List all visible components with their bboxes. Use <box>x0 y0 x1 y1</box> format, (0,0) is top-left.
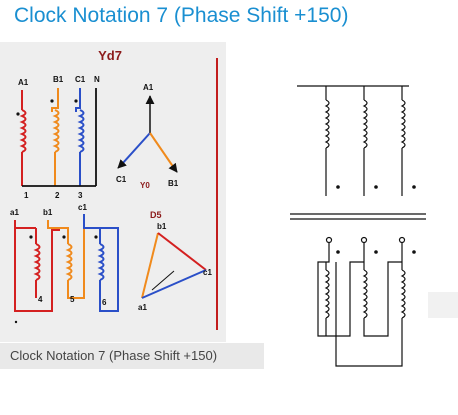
primary-star-winding <box>16 88 97 187</box>
grey-strip <box>428 292 458 318</box>
star-phasor <box>117 95 178 173</box>
star-label-left: C1 <box>116 175 127 184</box>
secondary-number-6: 6 <box>102 298 107 307</box>
delta-phasor <box>141 232 207 299</box>
secondary-dot-3 <box>412 250 416 254</box>
primary-dot-2 <box>374 185 378 189</box>
secondary-terminal-c: c1 <box>78 203 87 212</box>
delta-vertex-top: b1 <box>157 222 167 231</box>
secondary-number-4: 4 <box>38 295 43 304</box>
diagram-panel <box>0 42 226 342</box>
delta-vertex-bottom: a1 <box>138 303 147 312</box>
secondary-dot-2 <box>374 250 378 254</box>
primary-terminal-c: C1 <box>75 75 86 84</box>
primary-number-1: 1 <box>24 191 29 200</box>
delta-label: D5 <box>150 210 162 220</box>
caption-box <box>0 343 264 369</box>
vector-group-label: Yd7 <box>98 48 122 63</box>
image-caption: Clock Notation 7 (Phase Shift +150) <box>10 348 218 363</box>
primary-terminal-a: A1 <box>18 78 29 87</box>
secondary-delta-winding <box>14 214 119 312</box>
secondary-number-5: 5 <box>70 295 75 304</box>
page-title: Clock Notation 7 (Phase Shift +150) <box>14 4 349 27</box>
primary-number-3: 3 <box>78 191 83 200</box>
star-label-center: Y0 <box>140 181 150 190</box>
star-label-top: A1 <box>143 83 154 92</box>
star-label-right: B1 <box>168 179 179 188</box>
primary-dot-1 <box>336 185 340 189</box>
stray-dot <box>14 320 18 324</box>
secondary-dot-1 <box>336 250 340 254</box>
primary-terminal-n: N <box>94 75 100 84</box>
primary-dot-3 <box>412 185 416 189</box>
right-secondary-coils <box>317 236 406 367</box>
primary-terminal-b: B1 <box>53 75 64 84</box>
delta-vertex-right: c1 <box>203 268 212 277</box>
secondary-terminal-a: a1 <box>10 208 19 217</box>
right-primary-coils <box>297 85 409 196</box>
primary-number-2: 2 <box>55 191 60 200</box>
secondary-terminal-b: b1 <box>43 208 53 217</box>
